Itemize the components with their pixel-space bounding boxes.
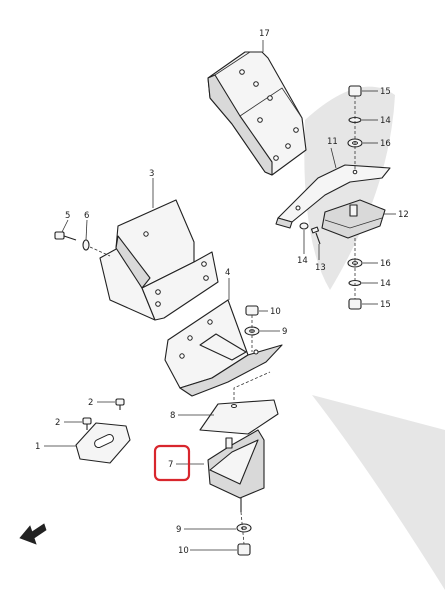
callout-9b: 9 [176,525,181,535]
callout-14c: 14 [380,279,391,289]
callout-4: 4 [225,268,230,278]
callout-6: 6 [84,211,89,221]
callout-5: 5 [65,211,70,221]
callout-13: 13 [315,263,326,273]
bolt-2b [82,417,92,430]
leader-5 [61,219,69,233]
callout-14b: 14 [297,256,308,266]
callout-3: 3 [149,169,154,179]
callout-14a: 14 [380,116,391,126]
callout-16b: 16 [380,259,391,269]
plate-1 [75,422,131,464]
callout-12: 12 [398,210,409,220]
callout-10a: 10 [270,307,281,317]
highlight-box-7[interactable] [153,444,191,482]
callout-11: 11 [327,137,338,147]
bracket-17 [207,51,307,176]
callout-10b: 10 [178,546,189,556]
callout-17: 17 [259,29,270,39]
callout-2b: 2 [55,418,60,428]
bracket-3 [99,199,219,321]
washer-9-nut-10-lower [236,523,252,556]
bracket-11 [275,164,391,229]
callout-16a: 16 [380,139,391,149]
stack-bottom [347,258,363,310]
mount-12 [321,199,386,239]
mount-7 [207,429,265,512]
leader-6 [85,219,88,241]
callout-9a: 9 [282,327,287,337]
callout-15b: 15 [380,300,391,310]
bracket-4 [164,299,283,397]
callout-2a: 2 [88,398,93,408]
washer-14b-bolt-13 [299,222,321,245]
bolt-5-washer-6 [54,231,90,251]
plate-8 [199,399,279,435]
front-arrow-icon [19,523,47,545]
callout-8: 8 [170,411,175,421]
callout-15a: 15 [380,87,391,97]
bolt-2a [115,398,125,410]
leader-11 [330,147,337,169]
callout-1: 1 [35,442,40,452]
callout-7: 7 [168,460,173,470]
watermark [304,86,445,590]
